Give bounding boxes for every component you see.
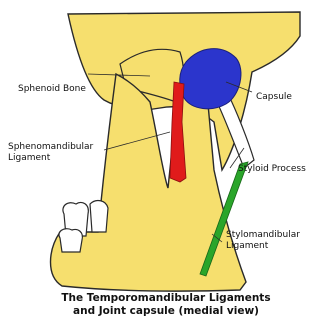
caption-line-2: and Joint capsule (medial view)	[0, 305, 332, 318]
tooth-molar-3	[59, 229, 82, 252]
label-sphenoid-bone: Sphenoid Bone	[18, 84, 86, 95]
label-capsule: Capsule	[256, 92, 292, 103]
label-stylomandibular-ligament: Stylomandibular Ligament	[226, 230, 300, 252]
tooth-molar-2	[90, 201, 108, 232]
label-styloid-process: Styloid Process	[238, 164, 306, 175]
label-sphenomandibular-ligament: Sphenomandibular Ligament	[8, 142, 93, 164]
caption-line-1: The Temporomandibular Ligaments	[0, 292, 332, 305]
